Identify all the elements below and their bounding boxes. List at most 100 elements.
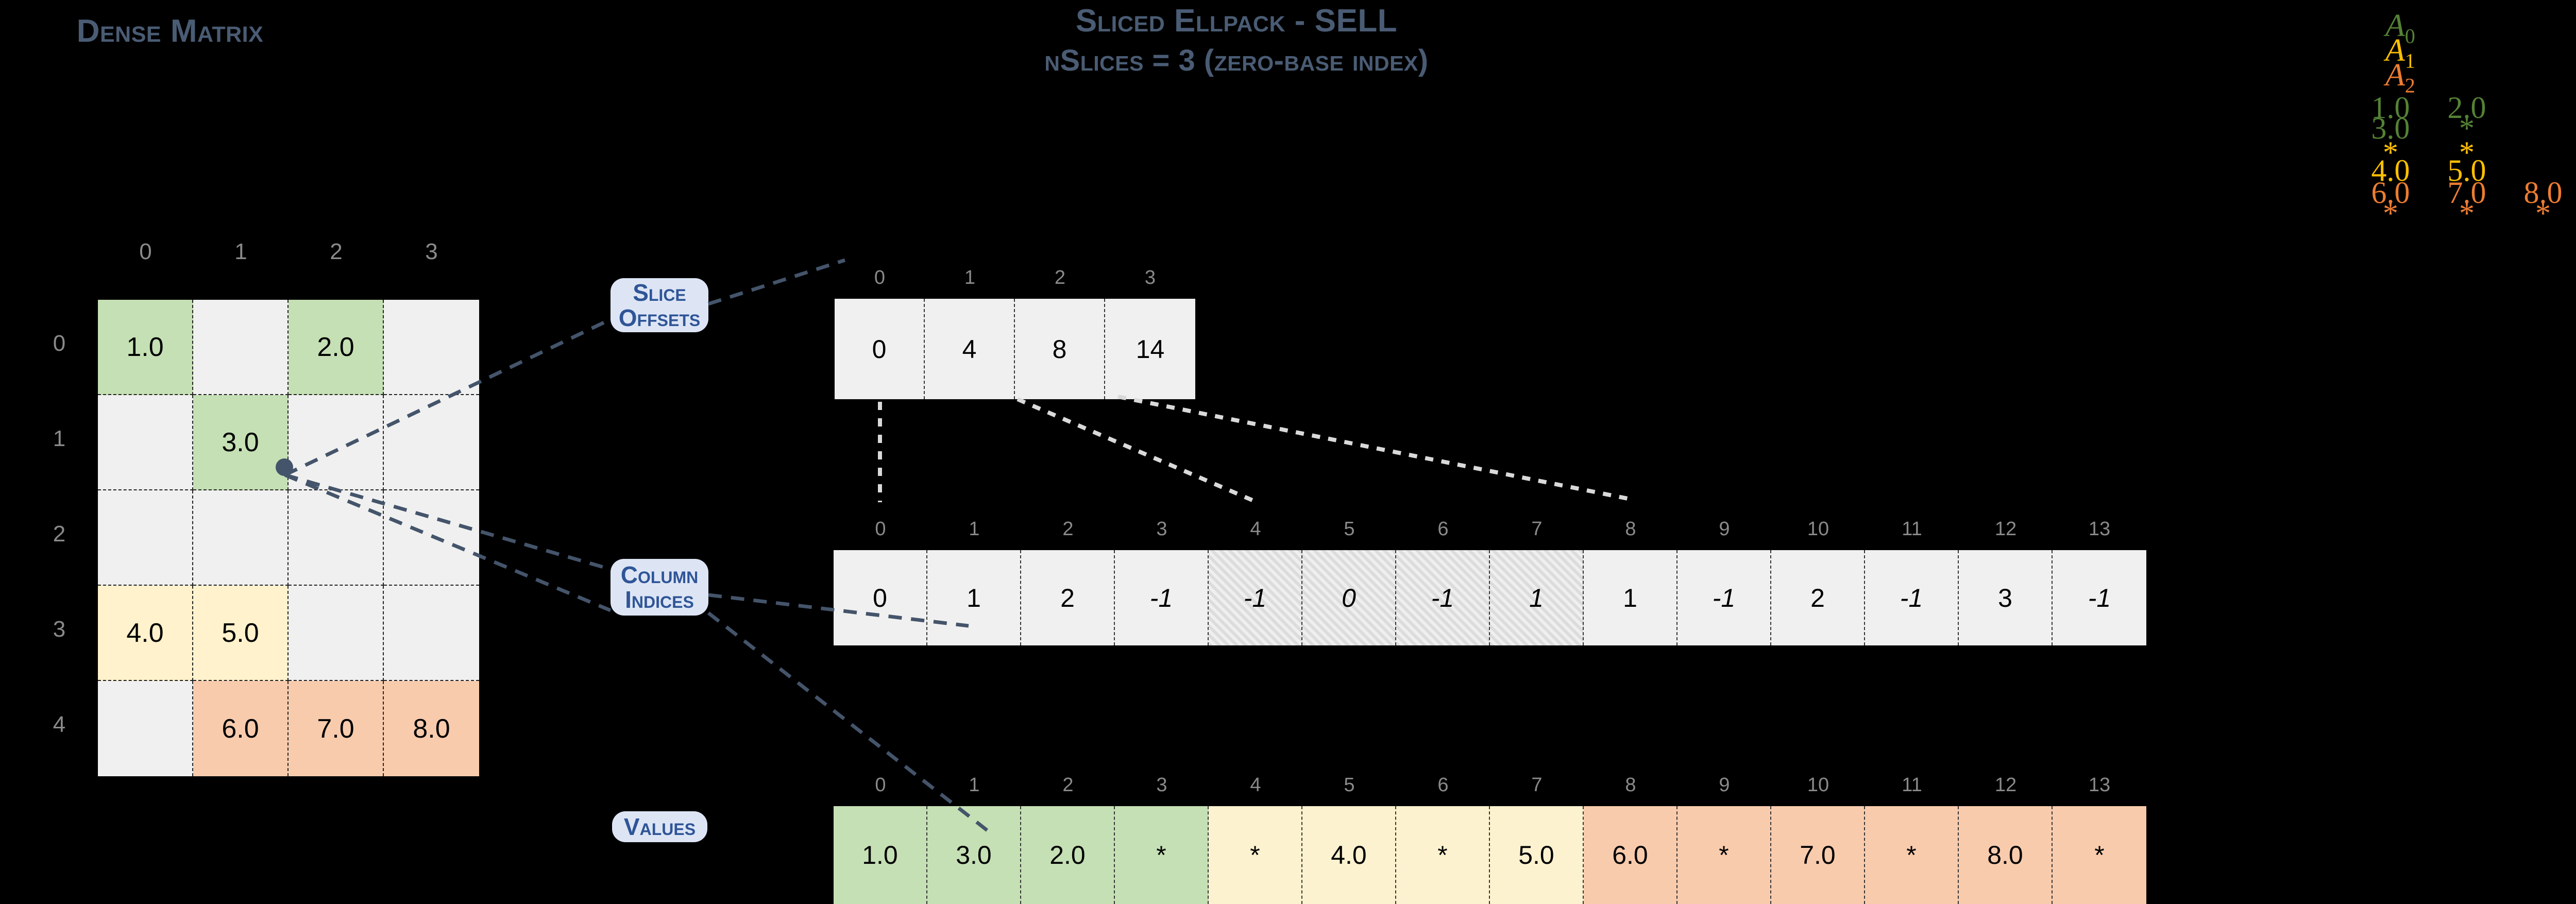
dense-col-header-2: 2 — [330, 239, 343, 264]
value-index-1: 1 — [969, 774, 980, 796]
value-cell-9: * — [1677, 806, 1771, 904]
value-cell-4: * — [1209, 806, 1302, 904]
column-index-index-11: 11 — [1902, 518, 1922, 540]
slice-label-a2: A2 — [2385, 58, 2415, 97]
dense-row-header-0: 0 — [53, 331, 66, 356]
value-index-12: 12 — [1994, 774, 2017, 796]
value-index-6: 6 — [1437, 774, 1449, 796]
label-values[interactable]: Values — [612, 811, 707, 842]
slice-offset-cell-2: 8 — [1015, 299, 1105, 399]
value-index-0: 0 — [875, 774, 886, 796]
dense-cell-r1-c1: 3.0 — [193, 395, 289, 490]
dense-cell-r3-c0: 4.0 — [98, 586, 193, 681]
column-index-index-13: 13 — [2088, 518, 2111, 540]
slice-label-a1: A1 — [2385, 33, 2415, 73]
column-index-cell-4: -1 — [1209, 550, 1302, 645]
dense-cell-r2-c3 — [384, 490, 479, 586]
dense-cell-r1-c2 — [289, 395, 384, 490]
column-index-index-2: 2 — [1062, 518, 1074, 540]
value-cell-12: 8.0 — [1959, 806, 2053, 904]
label-line-1: Column — [620, 561, 699, 588]
column-index-index-7: 7 — [1531, 518, 1543, 540]
slice-offset-cell-3: 14 — [1105, 299, 1195, 399]
slice-offset-index-1: 1 — [964, 267, 976, 288]
dense-cell-r0-c1 — [193, 300, 289, 395]
slice-1-value-r0-c1: * — [2459, 135, 2475, 169]
column-index-cell-8: 1 — [1584, 550, 1677, 645]
dense-col-header-0: 0 — [139, 239, 152, 264]
dense-row-header-1: 1 — [53, 426, 66, 451]
column-index-index-4: 4 — [1250, 518, 1261, 540]
column-index-index-5: 5 — [1344, 518, 1355, 540]
column-index-cell-7: 1 — [1490, 550, 1584, 645]
value-cell-0: 1.0 — [834, 806, 927, 904]
value-cell-3: * — [1115, 806, 1209, 904]
column-index-cell-2: 2 — [1021, 550, 1115, 645]
dense-row-header-3: 3 — [53, 617, 66, 642]
column-index-cell-0: 0 — [834, 550, 927, 645]
dense-cell-r3-c2 — [289, 586, 384, 681]
value-cell-10: 7.0 — [1771, 806, 1865, 904]
label-line-1: Values — [623, 813, 696, 840]
slice-1-value-r1-c1: 5.0 — [2447, 153, 2486, 187]
label-line-2: Offsets — [618, 304, 701, 331]
dense-col-header-1: 1 — [234, 239, 247, 264]
value-index-4: 4 — [1250, 774, 1261, 796]
value-cell-2: 2.0 — [1021, 806, 1115, 904]
value-index-10: 10 — [1807, 774, 1829, 796]
slice-offset-index-0: 0 — [874, 267, 886, 288]
column-index-cell-1: 1 — [927, 550, 1021, 645]
column-index-cell-11: -1 — [1865, 550, 1959, 645]
slice-offset-cell-0: 0 — [835, 299, 925, 399]
value-index-13: 13 — [2088, 774, 2111, 796]
label-column-indices[interactable]: Column Indices — [611, 559, 708, 616]
label-line-1: Slice — [633, 279, 686, 306]
slice-0-value-r1-c0: 3.0 — [2371, 111, 2410, 145]
slice-0-value-r0-c0: 1.0 — [2371, 91, 2410, 125]
value-cell-5: 4.0 — [1302, 806, 1396, 904]
page-subtitle-nslices: nSlices = 3 (zero-base index) — [1044, 44, 1429, 77]
value-cell-13: * — [2053, 806, 2146, 904]
dense-matrix-anchor-dot — [276, 458, 293, 476]
slice-2-value-r0-c1: 7.0 — [2447, 176, 2486, 210]
column-index-index-9: 9 — [1719, 518, 1730, 540]
dense-cell-r4-c0 — [98, 681, 193, 776]
value-index-11: 11 — [1902, 774, 1922, 796]
label-slice-offsets[interactable]: Slice Offsets — [611, 278, 708, 332]
dense-col-header-3: 3 — [425, 239, 438, 264]
column-index-index-3: 3 — [1156, 518, 1167, 540]
column-index-cell-6: -1 — [1396, 550, 1490, 645]
dense-cell-r0-c2: 2.0 — [289, 300, 384, 395]
dense-cell-r3-c3 — [384, 586, 479, 681]
connector-values-to-cell — [707, 611, 991, 833]
value-cell-7: 5.0 — [1490, 806, 1584, 904]
value-cell-6: * — [1396, 806, 1490, 904]
slice-0-value-r0-c1: 2.0 — [2447, 91, 2486, 125]
slice-2-value-r1-c1: * — [2459, 196, 2475, 230]
slice-2-value-r1-c0: * — [2383, 196, 2398, 230]
slice-offset-cell-1: 4 — [925, 299, 1015, 399]
value-index-8: 8 — [1625, 774, 1636, 796]
dense-cell-r4-c2: 7.0 — [289, 681, 384, 776]
dense-cell-r1-c3 — [384, 395, 479, 490]
pointer-slice1-to-colidx4 — [1016, 397, 1258, 504]
value-index-3: 3 — [1156, 774, 1167, 796]
slice-1-value-r1-c0: 4.0 — [2371, 153, 2410, 187]
dense-cell-r3-c1: 5.0 — [193, 586, 289, 681]
slice-2-value-r1-c2: * — [2535, 196, 2551, 230]
dense-cell-r0-c3 — [384, 300, 479, 395]
column-index-cell-9: -1 — [1677, 550, 1771, 645]
value-cell-8: 6.0 — [1584, 806, 1677, 904]
slice-2-value-r0-c0: 6.0 — [2371, 176, 2410, 210]
slice-1-value-r0-c0: * — [2383, 135, 2398, 169]
dense-cell-r2-c1 — [193, 490, 289, 586]
column-index-cell-13: -1 — [2053, 550, 2146, 645]
dense-row-header-2: 2 — [53, 521, 66, 547]
label-line-2: Indices — [625, 586, 694, 613]
dense-cell-r1-c0 — [98, 395, 193, 490]
column-index-index-6: 6 — [1437, 518, 1449, 540]
value-index-7: 7 — [1531, 774, 1543, 796]
page-title-dense-matrix: Dense Matrix — [76, 13, 264, 49]
dense-cell-r2-c2 — [289, 490, 384, 586]
value-index-2: 2 — [1062, 774, 1074, 796]
